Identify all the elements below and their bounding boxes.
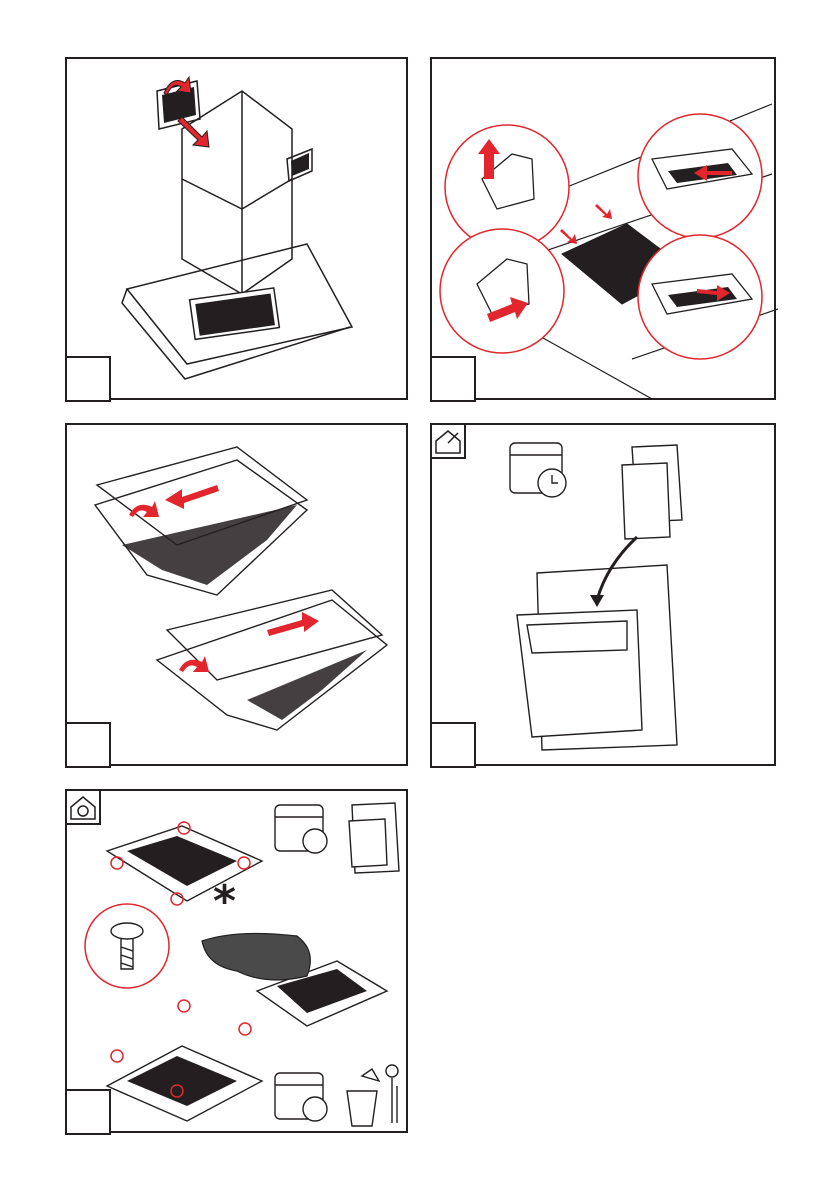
recycle-house-icon bbox=[65, 789, 101, 825]
panel-4 bbox=[430, 423, 776, 766]
step-number-box bbox=[65, 1089, 111, 1135]
filter-disposal-illustration bbox=[67, 791, 410, 1135]
filter-icon bbox=[622, 445, 682, 539]
zoom-circle bbox=[85, 904, 169, 988]
step-number-box bbox=[65, 722, 111, 768]
clip-release-illustration bbox=[432, 59, 778, 402]
callout-asterisk: * bbox=[213, 876, 236, 927]
dishwasher-icon bbox=[517, 565, 677, 750]
trash-bin-icon bbox=[347, 1065, 398, 1126]
hood-chimney-illustration bbox=[67, 59, 410, 402]
step-number-box bbox=[430, 356, 476, 402]
dishwasher-illustration bbox=[432, 425, 778, 768]
panel-5: * bbox=[65, 789, 408, 1133]
panel-3 bbox=[65, 423, 408, 766]
filter-frame-illustration bbox=[67, 425, 410, 768]
house-icon bbox=[430, 423, 466, 459]
panel-2 bbox=[430, 57, 776, 400]
filter-mesh bbox=[122, 505, 367, 720]
dishwasher-icon bbox=[349, 803, 399, 873]
step-number-box bbox=[430, 722, 476, 768]
calendar-clock-icon bbox=[510, 443, 566, 497]
step-number-box bbox=[65, 356, 111, 402]
panel-1 bbox=[65, 57, 408, 400]
carbon-pad bbox=[202, 933, 310, 980]
